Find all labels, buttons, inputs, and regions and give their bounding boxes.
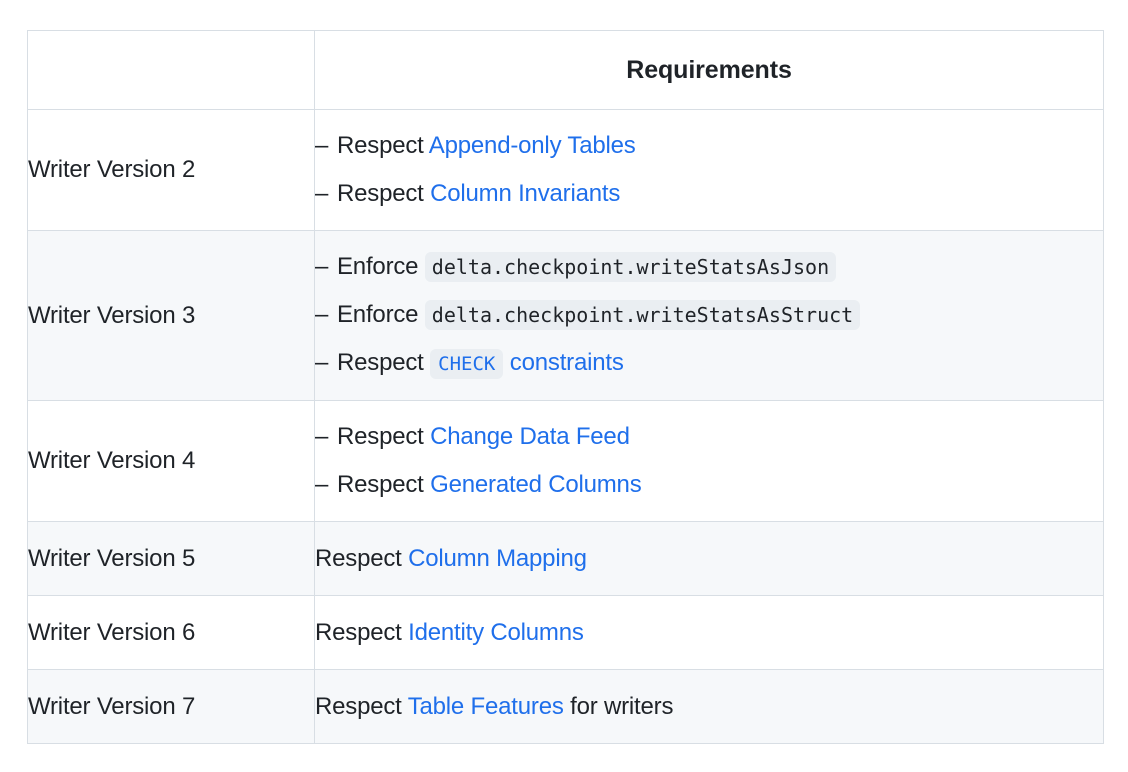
requirement-line: Respect Table Features for writers xyxy=(315,685,1103,729)
requirement-link[interactable]: Table Features xyxy=(407,692,564,720)
version-label-cell: Writer Version 5 xyxy=(27,521,315,596)
requirement-link[interactable]: Append-only Tables xyxy=(428,132,636,159)
header-cell-blank xyxy=(27,30,315,110)
requirements-cell: –Respect Change Data Feed –Respect Gener… xyxy=(314,400,1104,522)
requirement-line: –Respect Column Invariants xyxy=(315,170,1103,218)
requirement-line: –Respect Append-only Tables xyxy=(315,122,1103,170)
dash-marker: – xyxy=(315,471,329,498)
table-row: Writer Version 3 –Enforce delta.checkpoi… xyxy=(27,230,1104,401)
table-row: Writer Version 7 Respect Table Features … xyxy=(27,669,1104,744)
version-label-cell: Writer Version 4 xyxy=(27,400,315,522)
requirement-link[interactable]: Column Invariants xyxy=(430,180,621,207)
version-label-cell: Writer Version 6 xyxy=(27,595,315,670)
requirement-prefix: Respect xyxy=(315,544,409,572)
table-row: Writer Version 6 Respect Identity Column… xyxy=(27,595,1104,670)
table-row: Writer Version 5 Respect Column Mapping xyxy=(27,521,1104,596)
config-property-code: delta.checkpoint.writeStatsAsStruct xyxy=(424,300,861,330)
requirements-cell: Respect Table Features for writers xyxy=(314,669,1104,744)
header-row: Requirements xyxy=(27,30,1104,110)
dash-marker: – xyxy=(315,423,329,450)
writer-protocol-requirements-table: Requirements Writer Version 2 –Respect A… xyxy=(27,30,1104,744)
version-label-cell: Writer Version 2 xyxy=(27,109,315,231)
check-constraints-link[interactable]: CHECK constraints xyxy=(430,349,624,379)
requirement-line: –Respect Change Data Feed xyxy=(315,413,1103,461)
config-property-code: delta.checkpoint.writeStatsAsJson xyxy=(424,252,837,282)
check-keyword-code: CHECK xyxy=(430,349,504,379)
requirements-cell: Respect Identity Columns xyxy=(314,595,1104,670)
version-label-cell: Writer Version 3 xyxy=(27,230,315,401)
table-body: Writer Version 2 –Respect Append-only Ta… xyxy=(27,109,1104,744)
requirement-prefix: Respect xyxy=(337,471,431,498)
requirement-line: –Enforce delta.checkpoint.writeStatsAsJs… xyxy=(315,243,1103,291)
requirement-link[interactable]: Identity Columns xyxy=(408,618,584,646)
dash-marker: – xyxy=(315,253,329,280)
requirement-line: –Respect CHECK constraints xyxy=(315,339,1103,388)
requirement-prefix: Respect xyxy=(337,349,431,376)
requirement-link[interactable]: Column Mapping xyxy=(408,544,587,572)
requirement-prefix: Enforce xyxy=(337,253,425,280)
requirement-link[interactable]: Generated Columns xyxy=(430,471,642,498)
requirement-line: –Respect Generated Columns xyxy=(315,461,1103,509)
requirement-prefix: Respect xyxy=(315,692,408,720)
requirement-prefix: Respect xyxy=(337,180,431,207)
requirement-prefix: Respect xyxy=(337,423,431,450)
requirement-link[interactable]: Change Data Feed xyxy=(430,423,630,450)
dash-marker: – xyxy=(315,301,329,328)
requirements-cell: –Respect Append-only Tables –Respect Col… xyxy=(314,109,1104,231)
header-cell-requirements: Requirements xyxy=(314,30,1104,110)
dash-marker: – xyxy=(315,349,329,376)
table-row: Writer Version 2 –Respect Append-only Ta… xyxy=(27,109,1104,231)
requirement-prefix: Enforce xyxy=(337,301,425,328)
requirement-suffix: for writers xyxy=(563,692,674,720)
check-constraints-link-label: constraints xyxy=(503,349,624,376)
dash-marker: – xyxy=(315,132,329,159)
requirement-prefix: Respect xyxy=(315,618,409,646)
requirement-prefix: Respect xyxy=(337,132,429,159)
requirement-line: Respect Column Mapping xyxy=(315,537,1103,581)
requirement-line: Respect Identity Columns xyxy=(315,611,1103,655)
requirements-cell: Respect Column Mapping xyxy=(314,521,1104,596)
dash-marker: – xyxy=(315,180,329,207)
table-header: Requirements xyxy=(27,30,1104,110)
version-label-cell: Writer Version 7 xyxy=(27,669,315,744)
requirements-cell: –Enforce delta.checkpoint.writeStatsAsJs… xyxy=(314,230,1104,401)
table-row: Writer Version 4 –Respect Change Data Fe… xyxy=(27,400,1104,522)
requirement-line: –Enforce delta.checkpoint.writeStatsAsSt… xyxy=(315,291,1103,339)
